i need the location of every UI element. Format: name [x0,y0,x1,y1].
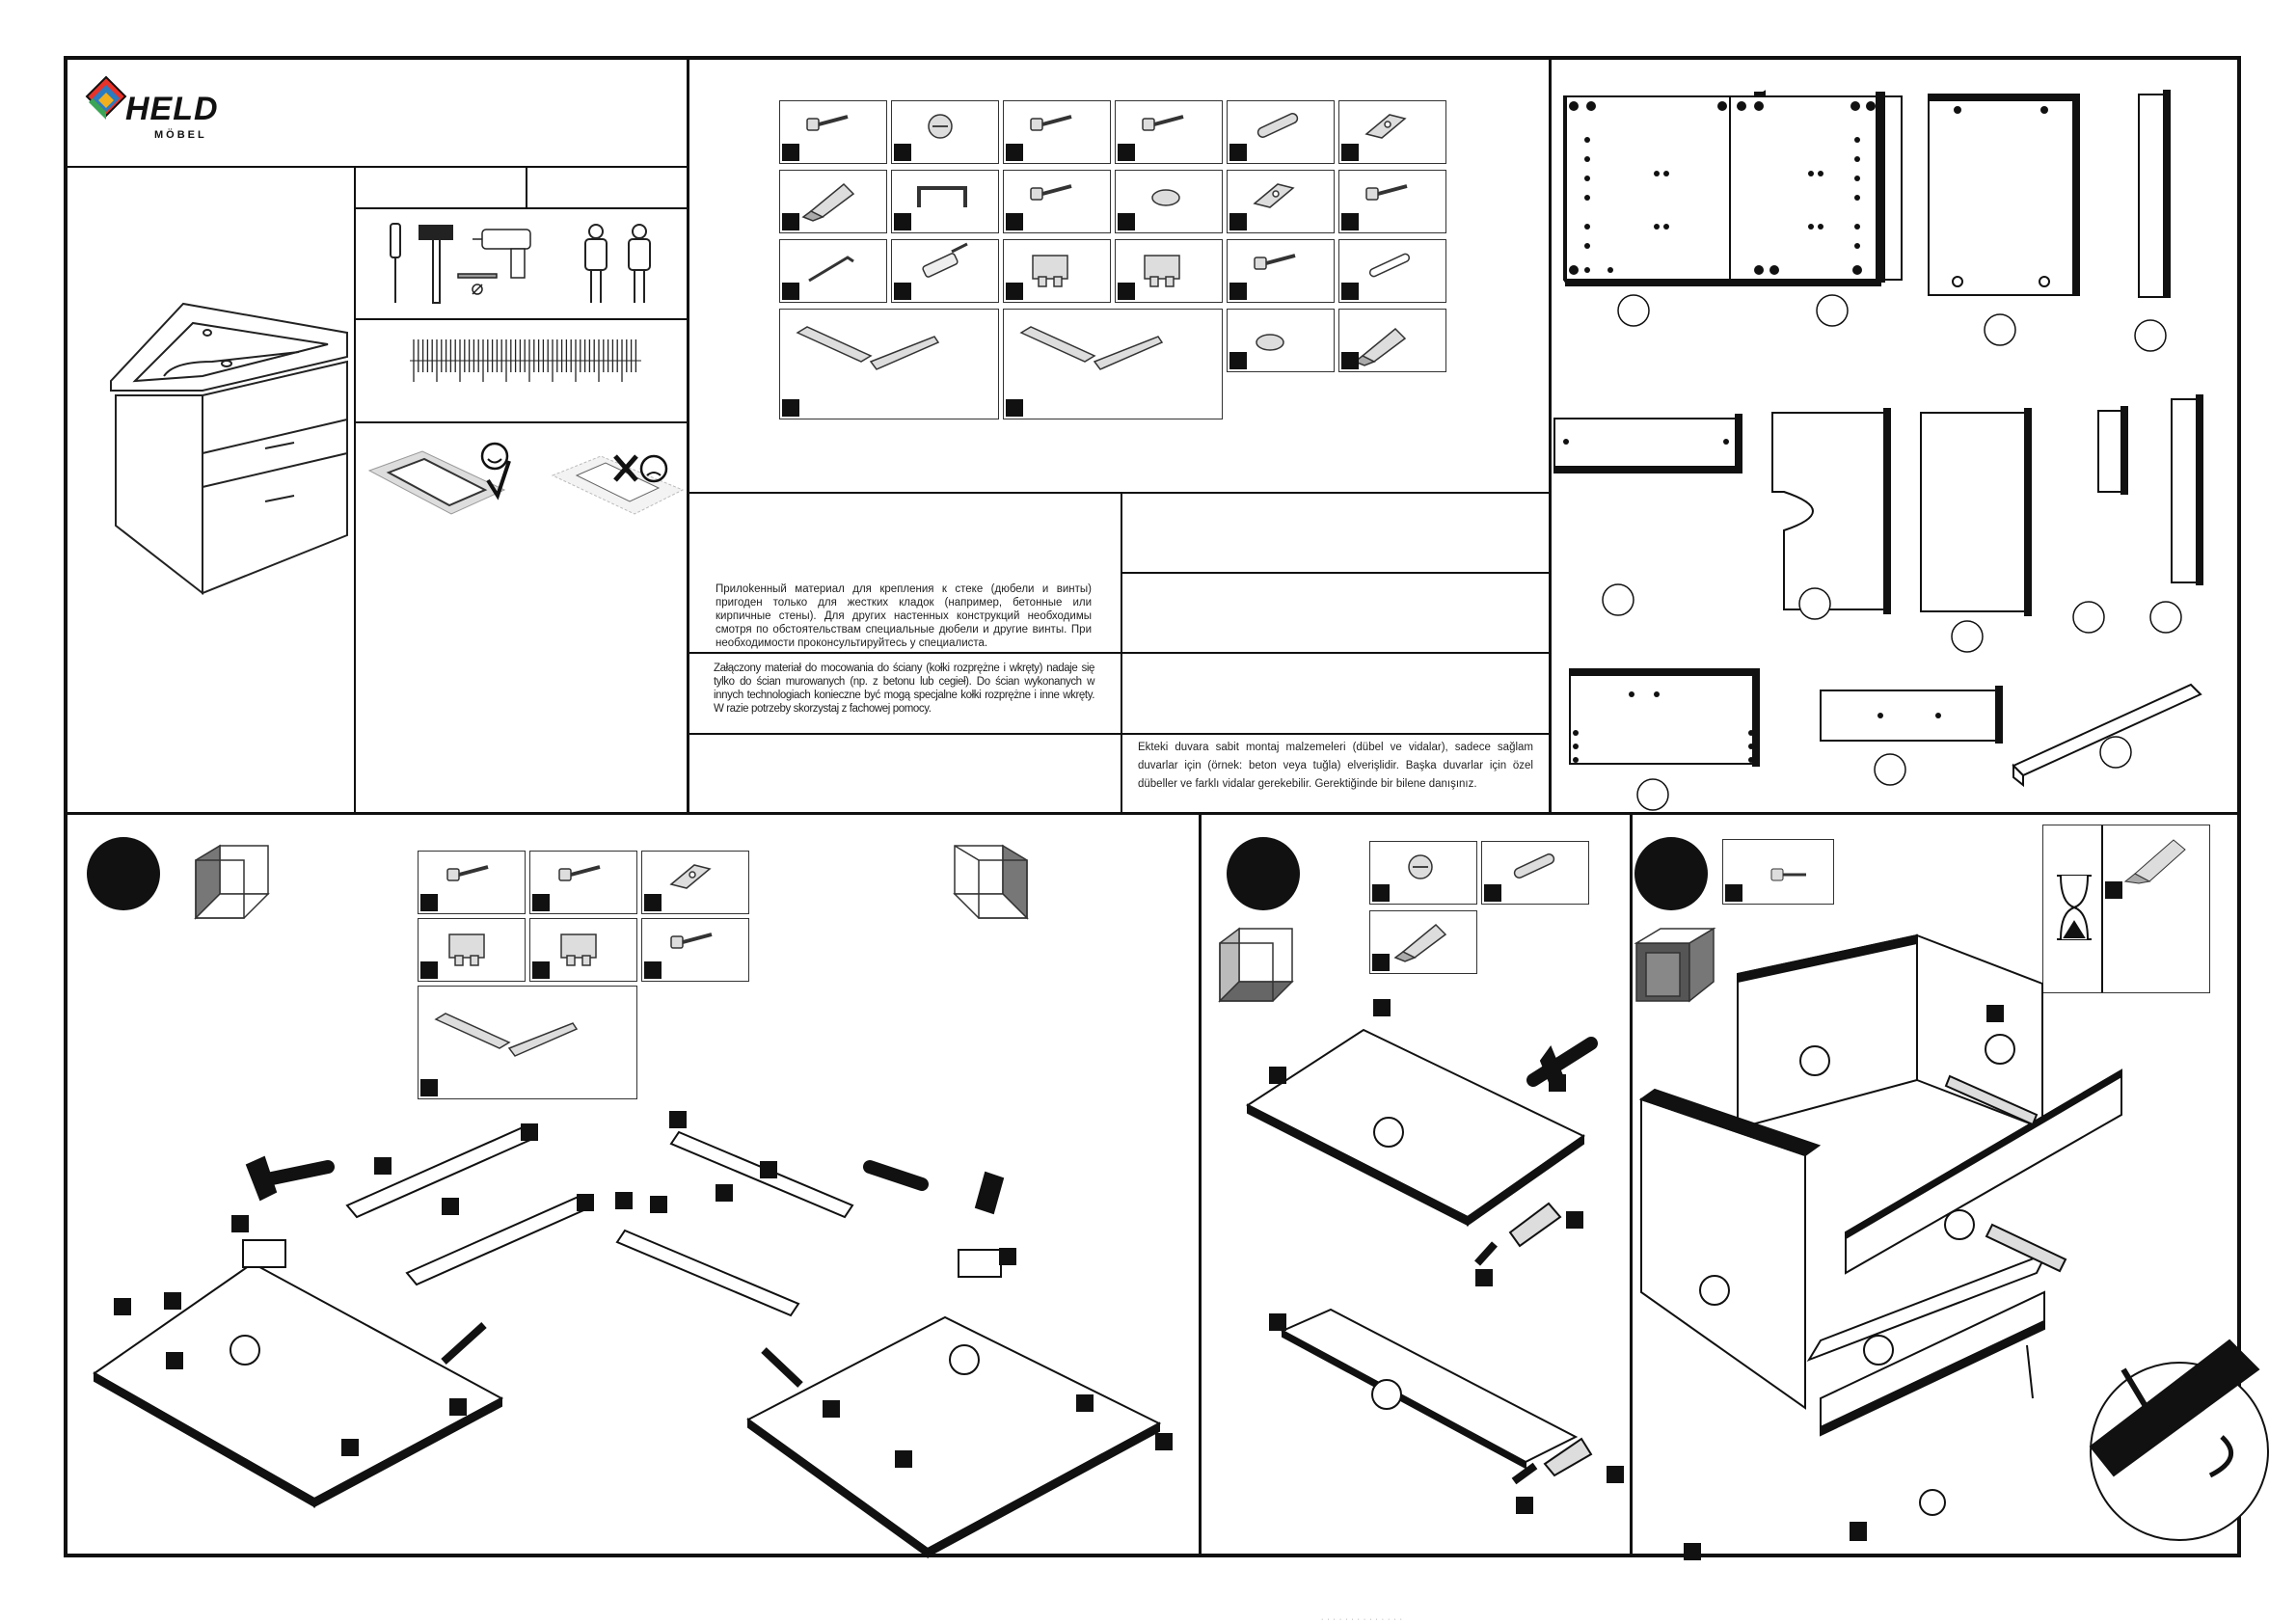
hardware-part-screw [1003,100,1111,164]
note-russian: Прилоkенный материал для крепления к сте… [716,583,1092,649]
step-1-cabinet-icon-right [953,844,1029,920]
hardware-part-knob [1115,170,1223,233]
product-vanity-drawing [110,302,348,596]
screwdriver-icon [390,223,401,303]
note-turkish: Ekteki duvara sabit montaj malzemeleri (… [1138,742,1533,790]
brand-logo-mark [85,75,127,120]
hardware-part-screw [779,100,887,164]
hardware-part-glue [779,170,887,233]
divider-tools-top [354,207,687,209]
ruler-scale [410,339,641,382]
step-3-part-screw [1722,839,1834,905]
divider-tools [354,318,687,320]
brand-logo: HELD MÖBEL [85,75,239,152]
tools-panel [381,220,670,311]
brand-sub: MÖBEL [154,129,207,141]
hardware-part-cam [891,100,999,164]
hardware-part-runners [1003,309,1223,419]
step-1-cabinet-icon-left [194,844,270,920]
divider-notes-top [687,492,1549,494]
step-1-assembly-drawing [93,1111,1173,1558]
hardware-part-runners [779,309,999,419]
note-polish: Załączony materiał do mocowania do ścian… [714,663,1094,715]
hardware-part-lkey [779,239,887,303]
hardware-part-screw [1003,170,1111,233]
divider-product [354,166,356,812]
divider-note-r1 [1121,572,1549,574]
panel-parts-overview [1553,90,2203,811]
sheet-frame [64,56,2241,1557]
divider-tools-split [526,166,527,207]
step-2-part-cam [1369,841,1477,905]
frown-cross-icon [613,454,638,482]
smiley-check-icon [480,442,509,471]
divider-left-col [687,56,689,812]
hardware-part-plug [891,239,999,303]
step-1-part-hanger [418,918,526,982]
step-1-part-hanger [529,918,637,982]
step-1-part-bracket [641,851,749,914]
footer-print-marks: · · · · · · · · · · · · · · [1321,1616,1403,1623]
hardware-part-glue [1338,309,1446,372]
person-icon [628,224,651,303]
hardware-part-handle [891,170,999,233]
brand-name: HELD [125,91,219,127]
person-icon [584,224,608,303]
hardware-part-dowel [1227,100,1335,164]
step-1-parts [418,851,760,1103]
step-3-assembly-drawing [1638,933,2269,1560]
hardware-part-screw [1338,170,1446,233]
step-2-parts [1369,841,1589,976]
divider-step3 [1630,812,1633,1557]
hammer-icon [419,225,453,304]
step-1-part-screw [641,918,749,982]
step-3-glue-hourglass-box [2042,825,2210,993]
hardware-parts-grid [779,100,1454,428]
hardware-part-screw [1227,239,1335,303]
divider-main-horizontal [64,812,2241,815]
step-1-part-screw [418,851,526,914]
step-2-cabinet-icon [1218,927,1294,1003]
step-2-assembly-drawing [1246,999,1624,1514]
step-3-badge [1634,837,1708,910]
drill-icon [457,229,531,295]
hardware-part-knob [1227,309,1335,372]
step-1-badge [87,837,160,910]
step-2-part-dowel [1481,841,1589,905]
step-3-cabinet-icon [1634,927,1716,1003]
divider-right-col [1549,56,1552,812]
hardware-part-bracket [1227,170,1335,233]
step-1-part-runners [418,986,637,1099]
hardware-part-bracket [1338,100,1446,164]
hardware-part-strip [1338,239,1446,303]
hardware-part-hanger [1003,239,1111,303]
floor-protection-ok [367,442,511,515]
divider-note-row3 [687,733,1549,735]
hardware-part-hanger [1115,239,1223,303]
divider-ruler [354,421,687,423]
step-2-part-glue [1369,910,1477,974]
hourglass-icon [2057,875,2092,940]
step-1-part-screw [529,851,637,914]
hardware-part-screw [1115,100,1223,164]
floor-protection-bad [551,454,685,515]
divider-step2 [1199,812,1202,1557]
divider-logo [64,166,687,168]
divider-note-row2 [687,652,1549,654]
step-2-badge [1227,837,1300,910]
